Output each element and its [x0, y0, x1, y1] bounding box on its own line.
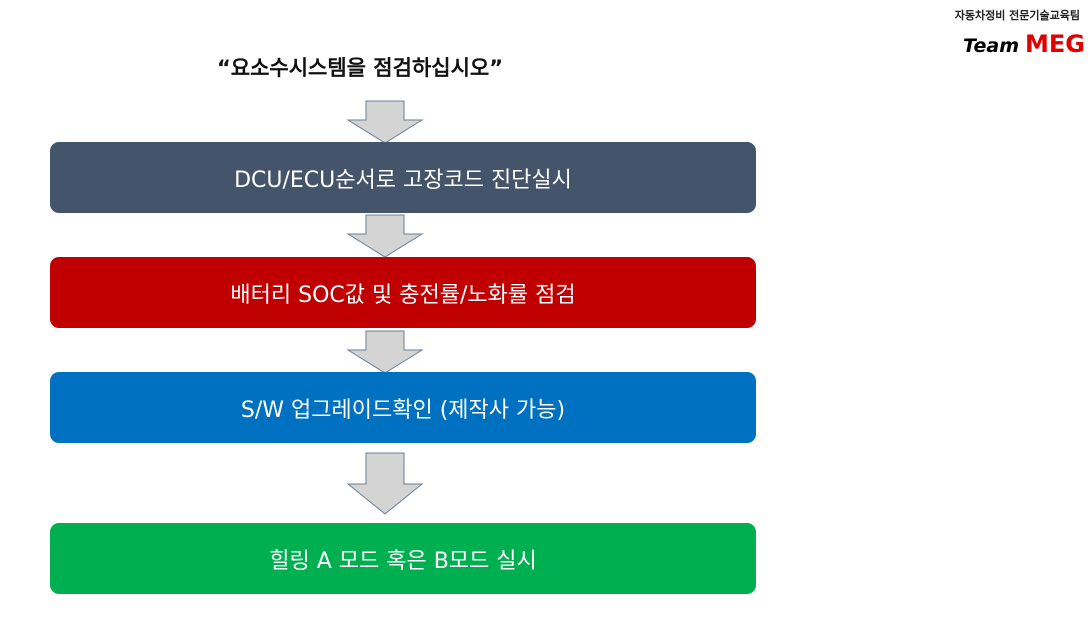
down-arrow-icon — [346, 214, 424, 258]
down-arrow-icon — [346, 452, 424, 515]
logo-brand-text: MEG — [1025, 30, 1085, 58]
flow-step-label: DCU/ECU순서로 고장코드 진단실시 — [234, 167, 572, 193]
flow-step-label: 힐링 A 모드 혹은 B모드 실시 — [269, 548, 537, 574]
flow-step-diagnosis: DCU/ECU순서로 고장코드 진단실시 — [50, 142, 756, 213]
down-arrow-icon — [346, 330, 424, 374]
down-arrow-icon — [346, 100, 424, 144]
flow-step-label: S/W 업그레이드확인 (제작사 가능) — [240, 397, 566, 423]
logo-team-text: Team — [962, 35, 1020, 57]
diagram-title: “요소수시스템을 점검하십시오” — [216, 56, 504, 80]
flow-step-healing-mode: 힐링 A 모드 혹은 B모드 실시 — [50, 523, 756, 594]
organization-label: 자동차정비 전문기술교육팀 — [954, 9, 1080, 22]
flow-step-label: 배터리 SOC값 및 충전률/노화률 점검 — [230, 282, 576, 308]
flow-step-software-upgrade: S/W 업그레이드확인 (제작사 가능) — [50, 372, 756, 443]
flow-step-battery-check: 배터리 SOC값 및 충전률/노화률 점검 — [50, 257, 756, 328]
